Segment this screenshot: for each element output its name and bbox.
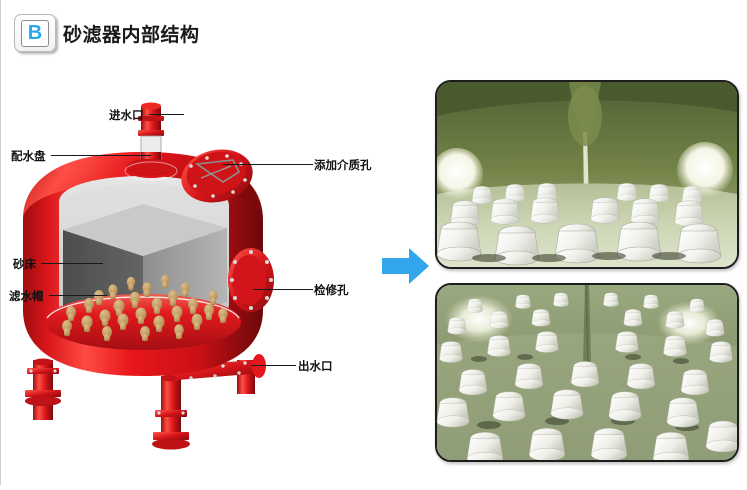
- filter-nozzles-group: [62, 274, 228, 341]
- label-manhole: 检修孔: [314, 283, 349, 297]
- leader-media-port: [223, 164, 313, 165]
- slide-header: B 砂滤器内部结构: [1, 0, 747, 60]
- vessel-illustration: [1, 60, 381, 485]
- badge-letter-b-icon: B: [14, 14, 56, 52]
- media-addition-port: [181, 149, 253, 203]
- leader-outlet: [251, 365, 296, 366]
- photo-nozzles-side-view: [435, 80, 739, 269]
- sand-filter-cutaway-diagram: 进水口 配水盘 砂床 滤水帽 添加介质孔 检修孔 出水口: [1, 60, 381, 485]
- vessel-legs: [25, 358, 255, 450]
- label-distributor: 配水盘: [11, 149, 46, 163]
- label-sand-bed: 砂床: [13, 257, 36, 271]
- photo-nozzles-top-view: [435, 283, 739, 462]
- leader-inlet: [149, 114, 184, 115]
- distributor-plate: [124, 161, 178, 181]
- vessel-svg: [23, 102, 274, 450]
- leader-sand-bed: [41, 263, 103, 264]
- label-outlet: 出水口: [298, 359, 333, 373]
- label-inlet: 进水口: [109, 108, 144, 122]
- badge-inner-frame: B: [21, 19, 49, 47]
- inspection-manhole: [228, 248, 274, 312]
- page-title: 砂滤器内部结构: [63, 24, 200, 46]
- leader-filter-cap: [49, 295, 107, 296]
- leader-distributor: [51, 155, 151, 156]
- badge-letter: B: [27, 22, 43, 44]
- right-arrow-icon: [382, 246, 430, 286]
- leader-manhole: [253, 289, 313, 290]
- label-media-port: 添加介质孔: [314, 158, 372, 172]
- label-filter-cap: 滤水帽: [9, 289, 44, 303]
